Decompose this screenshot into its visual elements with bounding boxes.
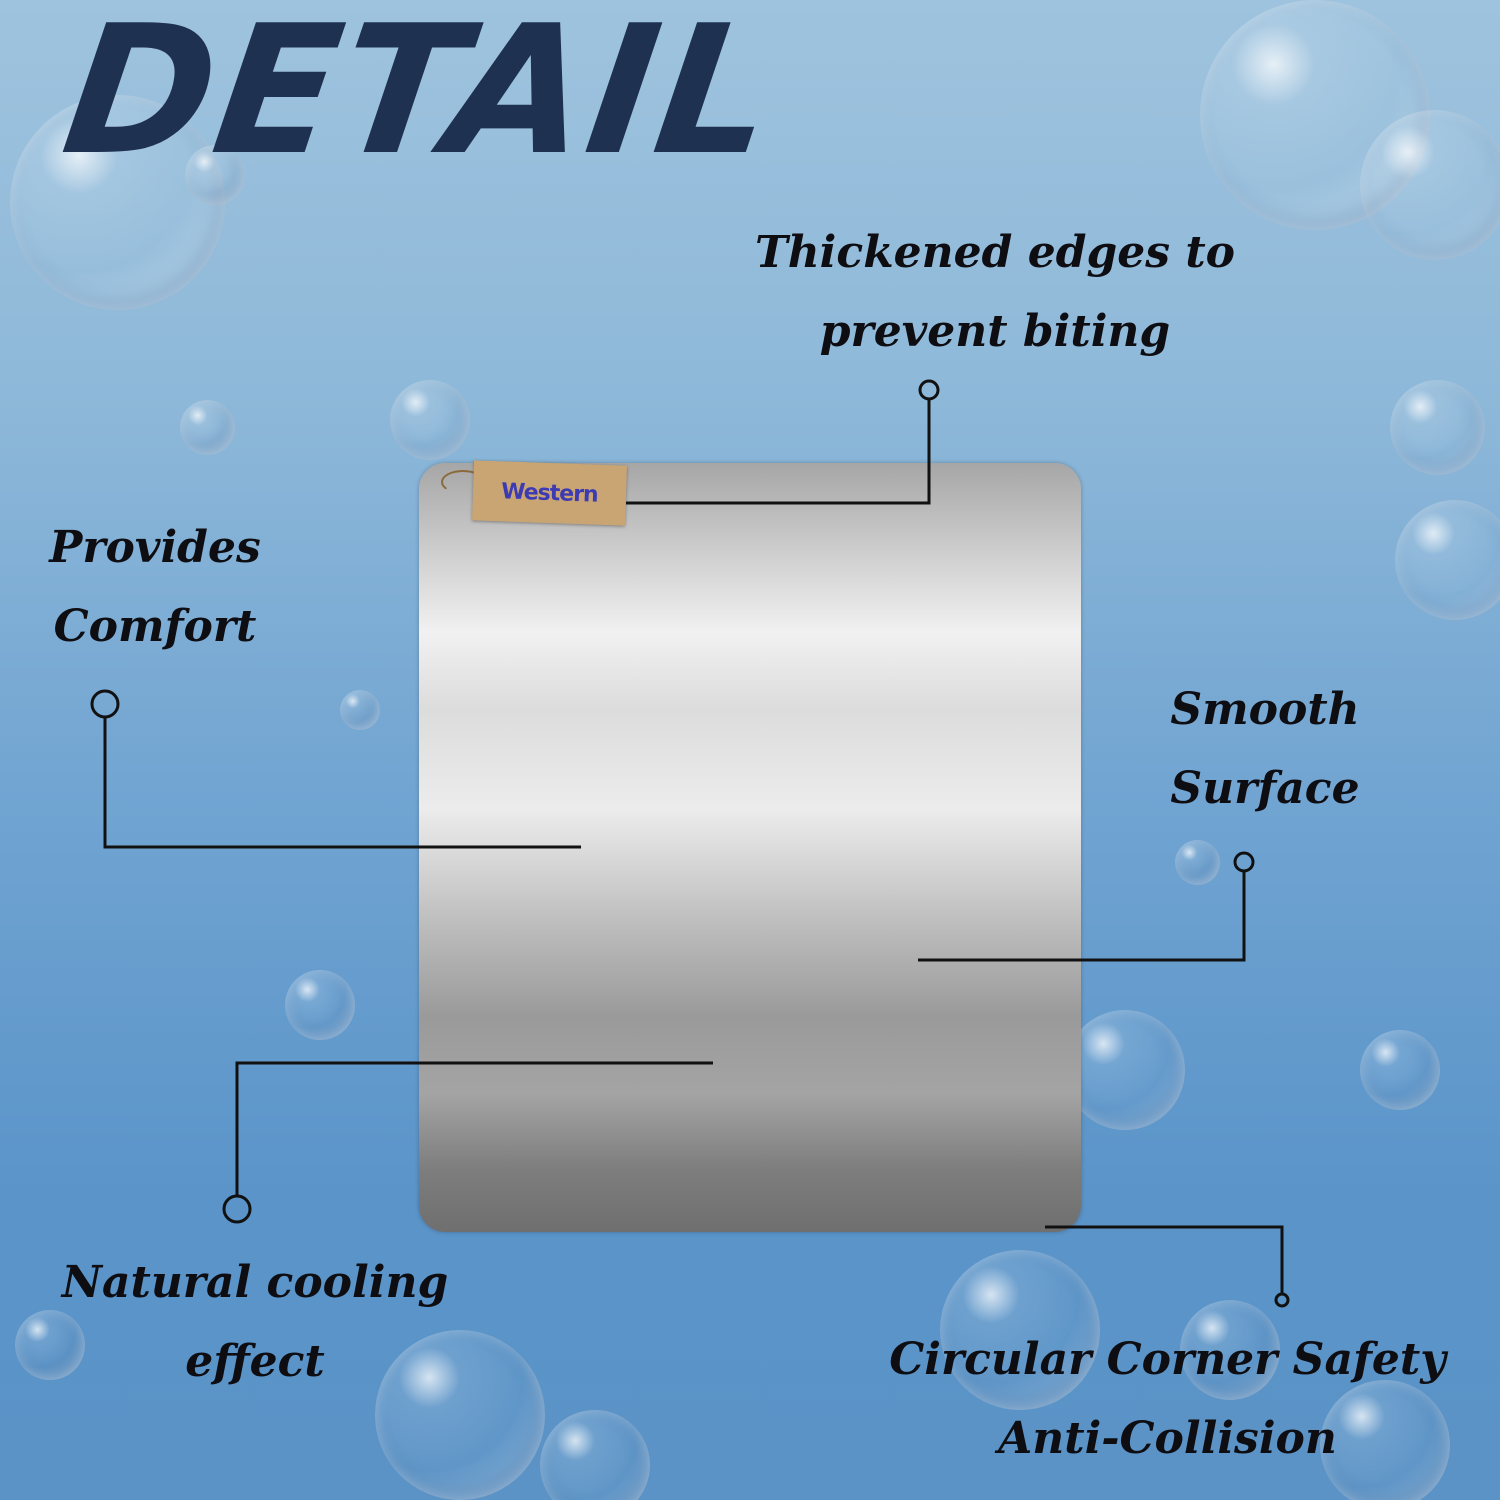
- label-thickened-edges: Thickened edges to prevent biting: [754, 227, 1236, 358]
- callout-line-thickened-edges: [626, 399, 931, 505]
- callout-dot-natural-cooling: [222, 1194, 252, 1224]
- callout-line-natural-cooling: [235, 1061, 713, 1196]
- callout-dot-circular-corner: [1274, 1292, 1290, 1308]
- bubble: [1395, 500, 1500, 620]
- callout-dot-smooth-surface: [1233, 851, 1255, 873]
- bubble: [340, 690, 380, 730]
- bubble: [15, 1310, 85, 1380]
- label-circular-corner: Circular Corner Safety Anti-Collision: [889, 1334, 1446, 1465]
- bubble: [10, 95, 225, 310]
- bubble: [180, 400, 235, 455]
- bubble: [940, 1250, 1100, 1410]
- callout-line-circular-corner: [1045, 1225, 1284, 1293]
- label-smooth-surface: Smooth Surface: [1170, 684, 1360, 815]
- bubble: [390, 380, 470, 460]
- bubble: [1320, 1380, 1450, 1500]
- label-natural-cooling: Natural cooling effect: [61, 1257, 449, 1388]
- callout-dot-thickened-edges: [918, 379, 940, 401]
- bubble: [1175, 840, 1220, 885]
- bubble: [375, 1330, 545, 1500]
- bubble: [185, 145, 245, 205]
- bubble: [1360, 1030, 1440, 1110]
- label-provides-comfort: Provides Comfort: [49, 522, 261, 653]
- bubble: [285, 970, 355, 1040]
- bubble: [1065, 1010, 1185, 1130]
- bubble: [1390, 380, 1485, 475]
- callout-line-provides-comfort: [103, 717, 581, 849]
- callout-line-smooth-surface: [918, 872, 1246, 962]
- bubble: [1360, 110, 1500, 260]
- callout-dot-provides-comfort: [90, 689, 120, 719]
- bubble: [540, 1410, 650, 1500]
- bubble: [1180, 1300, 1280, 1400]
